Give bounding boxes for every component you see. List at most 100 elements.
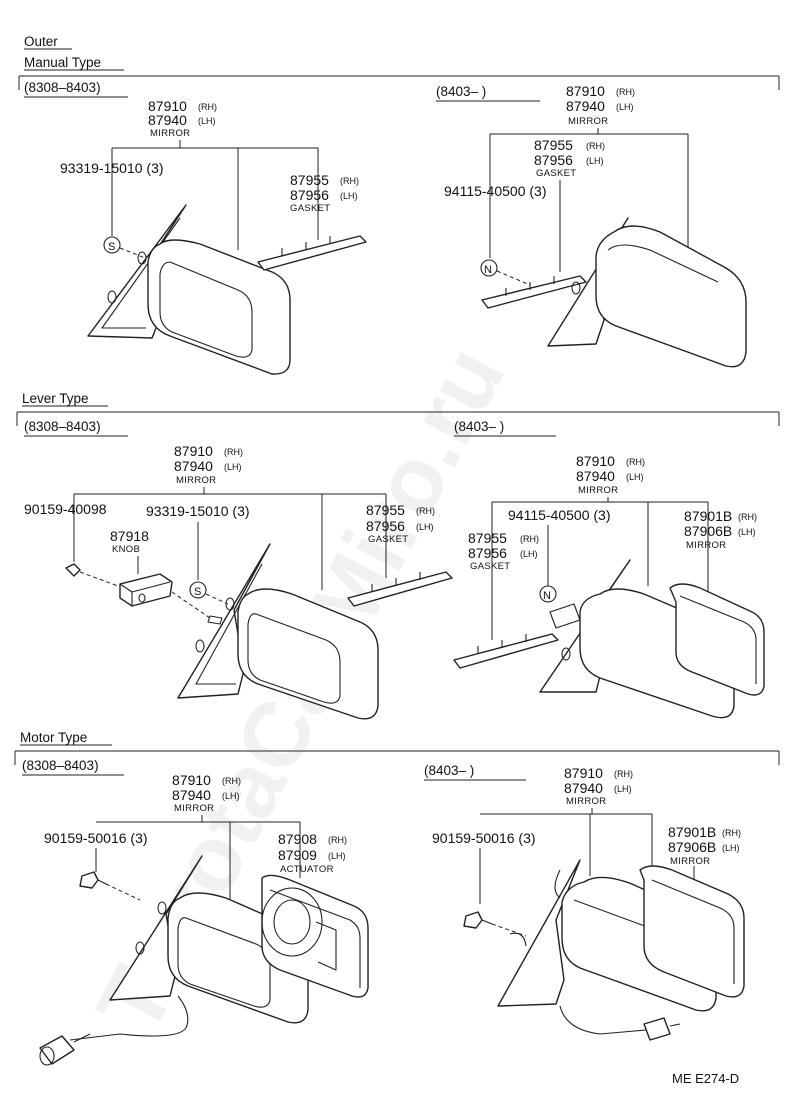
- svg-text:MIRROR: MIRROR: [568, 116, 608, 127]
- svg-text:N: N: [484, 264, 492, 276]
- svg-text:S: S: [194, 586, 201, 598]
- pn-glass-lh: 87906B: [684, 523, 732, 539]
- svg-text:(LH): (LH): [738, 527, 756, 537]
- pn-knob: 87918: [110, 528, 149, 544]
- figure-code: ME E274-D: [672, 1071, 739, 1086]
- pn-glass-rh: 87901B: [684, 508, 732, 524]
- svg-text:87901B: 87901B: [668, 824, 716, 840]
- period-motor-late: (8403– ): [424, 763, 474, 778]
- svg-text:(LH): (LH): [198, 116, 216, 126]
- pn-mirror-lh: 87940: [148, 112, 187, 128]
- callout-n: [480, 259, 498, 277]
- knob-screw-part: [65, 563, 119, 587]
- svg-text:(RH): (RH): [614, 769, 633, 779]
- svg-text:87910: 87910: [566, 83, 605, 99]
- svg-text:(RH): (RH): [616, 87, 635, 97]
- period-manual-late: (8403– ): [436, 84, 486, 99]
- svg-text:87910: 87910: [174, 443, 213, 459]
- svg-text:87956: 87956: [534, 152, 573, 168]
- svg-text:(LH): (LH): [328, 851, 346, 861]
- pn-gasket-lh: 87956: [290, 187, 329, 203]
- svg-text:87955: 87955: [366, 502, 405, 518]
- svg-text:87906B: 87906B: [668, 839, 716, 855]
- gasket-manual-late: [481, 275, 587, 309]
- svg-text:87940: 87940: [172, 787, 211, 803]
- svg-text:GASKET: GASKET: [470, 561, 510, 572]
- svg-text:(RH): (RH): [586, 141, 605, 151]
- svg-text:(RH): (RH): [224, 447, 243, 457]
- svg-text:87940: 87940: [566, 98, 605, 114]
- svg-text:MIRROR: MIRROR: [578, 485, 618, 496]
- name-gasket: GASKET: [290, 203, 330, 214]
- period-motor-early: (8308–8403): [22, 758, 99, 773]
- mirror-manual-early: [87, 204, 291, 375]
- mirror-glass-lever-late: [669, 583, 765, 696]
- pn-mirror-rh: 87910: [148, 98, 187, 114]
- svg-text:MIRROR: MIRROR: [566, 796, 606, 807]
- svg-text:87910: 87910: [564, 765, 603, 781]
- mirror-manual-late: [547, 217, 747, 368]
- pn-motor-screw: 90159-50016 (3): [44, 830, 148, 846]
- gasket-manual-early: [257, 235, 367, 271]
- pn-screw-n: 94115-40500 (3): [444, 183, 546, 199]
- svg-text:GASKET: GASKET: [536, 168, 576, 179]
- svg-text:93319-15010 (3): 93319-15010 (3): [146, 503, 250, 519]
- connector-motor-late: [643, 1017, 681, 1041]
- section-lever-type: Lever Type: [22, 391, 89, 406]
- actuator-part: [261, 874, 369, 998]
- svg-text:(LH): (LH): [586, 156, 604, 166]
- svg-text:(LH): (LH): [520, 549, 538, 559]
- svg-text:(LH): (LH): [616, 102, 634, 112]
- svg-text:(RH): (RH): [328, 835, 347, 845]
- pn-actuator-rh: 87908: [278, 831, 317, 847]
- svg-text:(RH): (RH): [222, 776, 241, 786]
- svg-text:87910: 87910: [576, 453, 615, 469]
- svg-text:N: N: [543, 590, 551, 602]
- screw-motor-late: [463, 911, 527, 937]
- svg-text:94115-40500 (3): 94115-40500 (3): [508, 507, 610, 523]
- svg-text:87955: 87955: [534, 137, 573, 153]
- gasket-lever-late: [453, 633, 559, 669]
- knob-part: [119, 573, 211, 619]
- svg-text:(RH): (RH): [198, 102, 217, 112]
- svg-text:MIRROR: MIRROR: [686, 540, 726, 551]
- svg-text:(RH): (RH): [416, 506, 435, 516]
- svg-text:S: S: [108, 241, 115, 253]
- gasket-lever-early: [347, 571, 453, 607]
- svg-text:87910: 87910: [172, 772, 211, 788]
- svg-text:87956: 87956: [366, 518, 405, 534]
- connector-motor-early: [39, 1033, 91, 1066]
- section-motor-type: Motor Type: [20, 730, 87, 745]
- name-mirror: MIRROR: [150, 128, 190, 139]
- svg-text:90159-50016 (3): 90159-50016 (3): [432, 830, 536, 846]
- svg-text:(LH): (LH): [224, 462, 242, 472]
- svg-text:87940: 87940: [174, 458, 213, 474]
- svg-text:87940: 87940: [576, 468, 615, 484]
- svg-text:(RH): (RH): [520, 534, 539, 544]
- svg-text:87956: 87956: [468, 545, 507, 561]
- screw-motor-early: [79, 871, 141, 901]
- svg-text:(LH): (LH): [614, 784, 632, 794]
- svg-text:MIRROR: MIRROR: [174, 803, 214, 814]
- mirror-lever-early: [177, 543, 379, 720]
- name-actuator: ACTUATOR: [280, 864, 334, 875]
- mirror-glass-motor-late: [639, 865, 745, 998]
- svg-text:(RH): (RH): [722, 828, 741, 838]
- svg-text:(LH): (LH): [222, 791, 240, 801]
- svg-text:87955: 87955: [468, 530, 507, 546]
- svg-text:(RH): (RH): [626, 457, 645, 467]
- period-lever-late: (8403– ): [454, 419, 504, 434]
- name-knob: KNOB: [112, 544, 140, 555]
- svg-text:MIRROR: MIRROR: [176, 475, 216, 486]
- pn-knob-screw: 90159-40098: [24, 501, 107, 517]
- callout-s: [103, 236, 121, 254]
- svg-text:(RH): (RH): [340, 176, 359, 186]
- section-manual-type: Manual Type: [24, 55, 101, 70]
- pn-gasket-rh: 87955: [290, 172, 329, 188]
- period-manual-early: (8308–8403): [24, 80, 101, 95]
- svg-text:(LH): (LH): [722, 843, 740, 853]
- svg-text:(LH): (LH): [340, 191, 358, 201]
- svg-text:(LH): (LH): [626, 472, 644, 482]
- pn-actuator-lh: 87909: [278, 847, 317, 863]
